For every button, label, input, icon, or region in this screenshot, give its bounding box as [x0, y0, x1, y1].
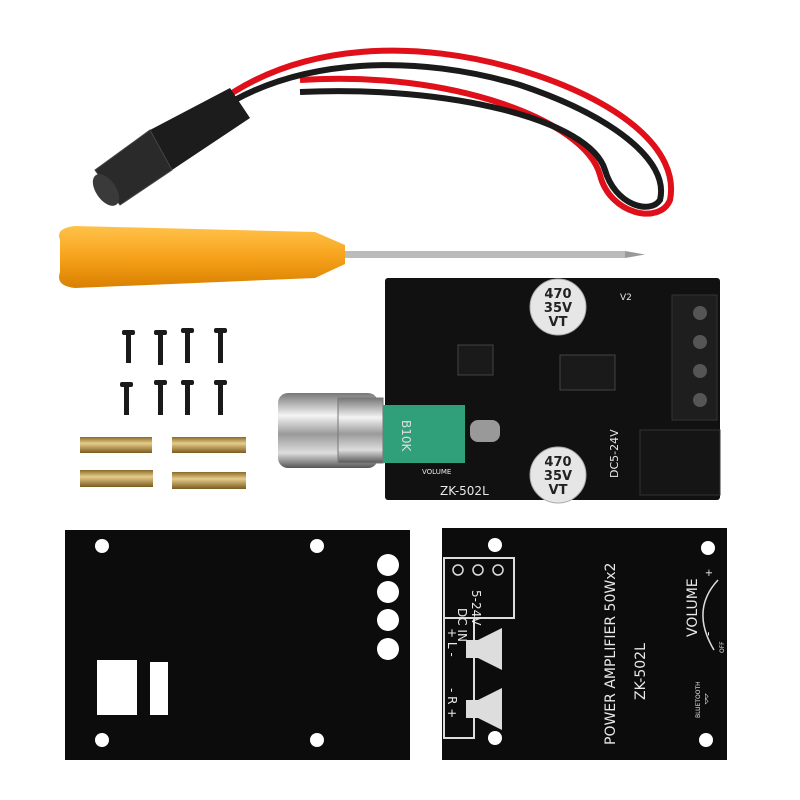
volume-arc-icon — [702, 579, 719, 651]
dc-jack — [639, 429, 721, 496]
board-version: V2 — [620, 293, 632, 303]
dc-power-cable — [92, 47, 675, 217]
cap-label: 470 — [544, 287, 571, 302]
panel-off: OFF — [719, 641, 726, 653]
panel-title: POWER AMPLIFIER 50Wx2 — [603, 563, 619, 745]
pot-label: B10K — [399, 420, 413, 453]
board-voltage: DC5-24V — [608, 429, 621, 478]
red-wire — [213, 47, 675, 217]
cap-label: 35V — [544, 301, 572, 316]
brass-standoffs — [80, 437, 246, 489]
amplifier-board: 470 35V VT 470 35V VT V2 DC5-24V ZK-502L… — [278, 278, 721, 504]
dc-plug-tip — [92, 174, 120, 206]
capacitor-bottom: 470 35V VT — [529, 446, 587, 504]
screwdriver-shaft — [335, 251, 625, 258]
panel-volume: VOLUME — [685, 578, 701, 637]
bluetooth-icon: ᛒ — [703, 692, 710, 706]
panel-minus: - — [701, 632, 715, 636]
cap-label: VT — [549, 315, 568, 330]
panel-left-channel: + L - — [445, 628, 459, 657]
panel-plus: + — [704, 569, 715, 577]
cap-label: VT — [549, 483, 568, 498]
dc-polarity-icon — [452, 564, 504, 576]
panel-bluetooth: BLUETOOTH — [695, 681, 702, 718]
panel-right-channel: - R + — [445, 688, 459, 718]
panel-dc-in: DC IN — [455, 608, 469, 642]
black-wire — [213, 62, 665, 210]
cap-label: 35V — [544, 469, 572, 484]
capacitor-top: 470 35V VT — [529, 278, 587, 336]
panel-dc-range: 5-24V — [469, 590, 483, 626]
potentiometer — [380, 405, 465, 463]
panel-model: ZK-502L — [633, 643, 649, 700]
dc-plug-body — [150, 88, 250, 170]
back-plate — [65, 530, 410, 760]
screwdriver-handle — [59, 226, 345, 288]
board-model: ZK-502L — [440, 484, 489, 498]
screws — [120, 328, 227, 415]
board-volume-label: VOLUME — [422, 468, 451, 476]
cap-label: 470 — [544, 455, 571, 470]
front-panel: POWER AMPLIFIER 50Wx2 ZK-502L VOLUME + -… — [442, 528, 727, 760]
screwdriver — [59, 226, 645, 288]
